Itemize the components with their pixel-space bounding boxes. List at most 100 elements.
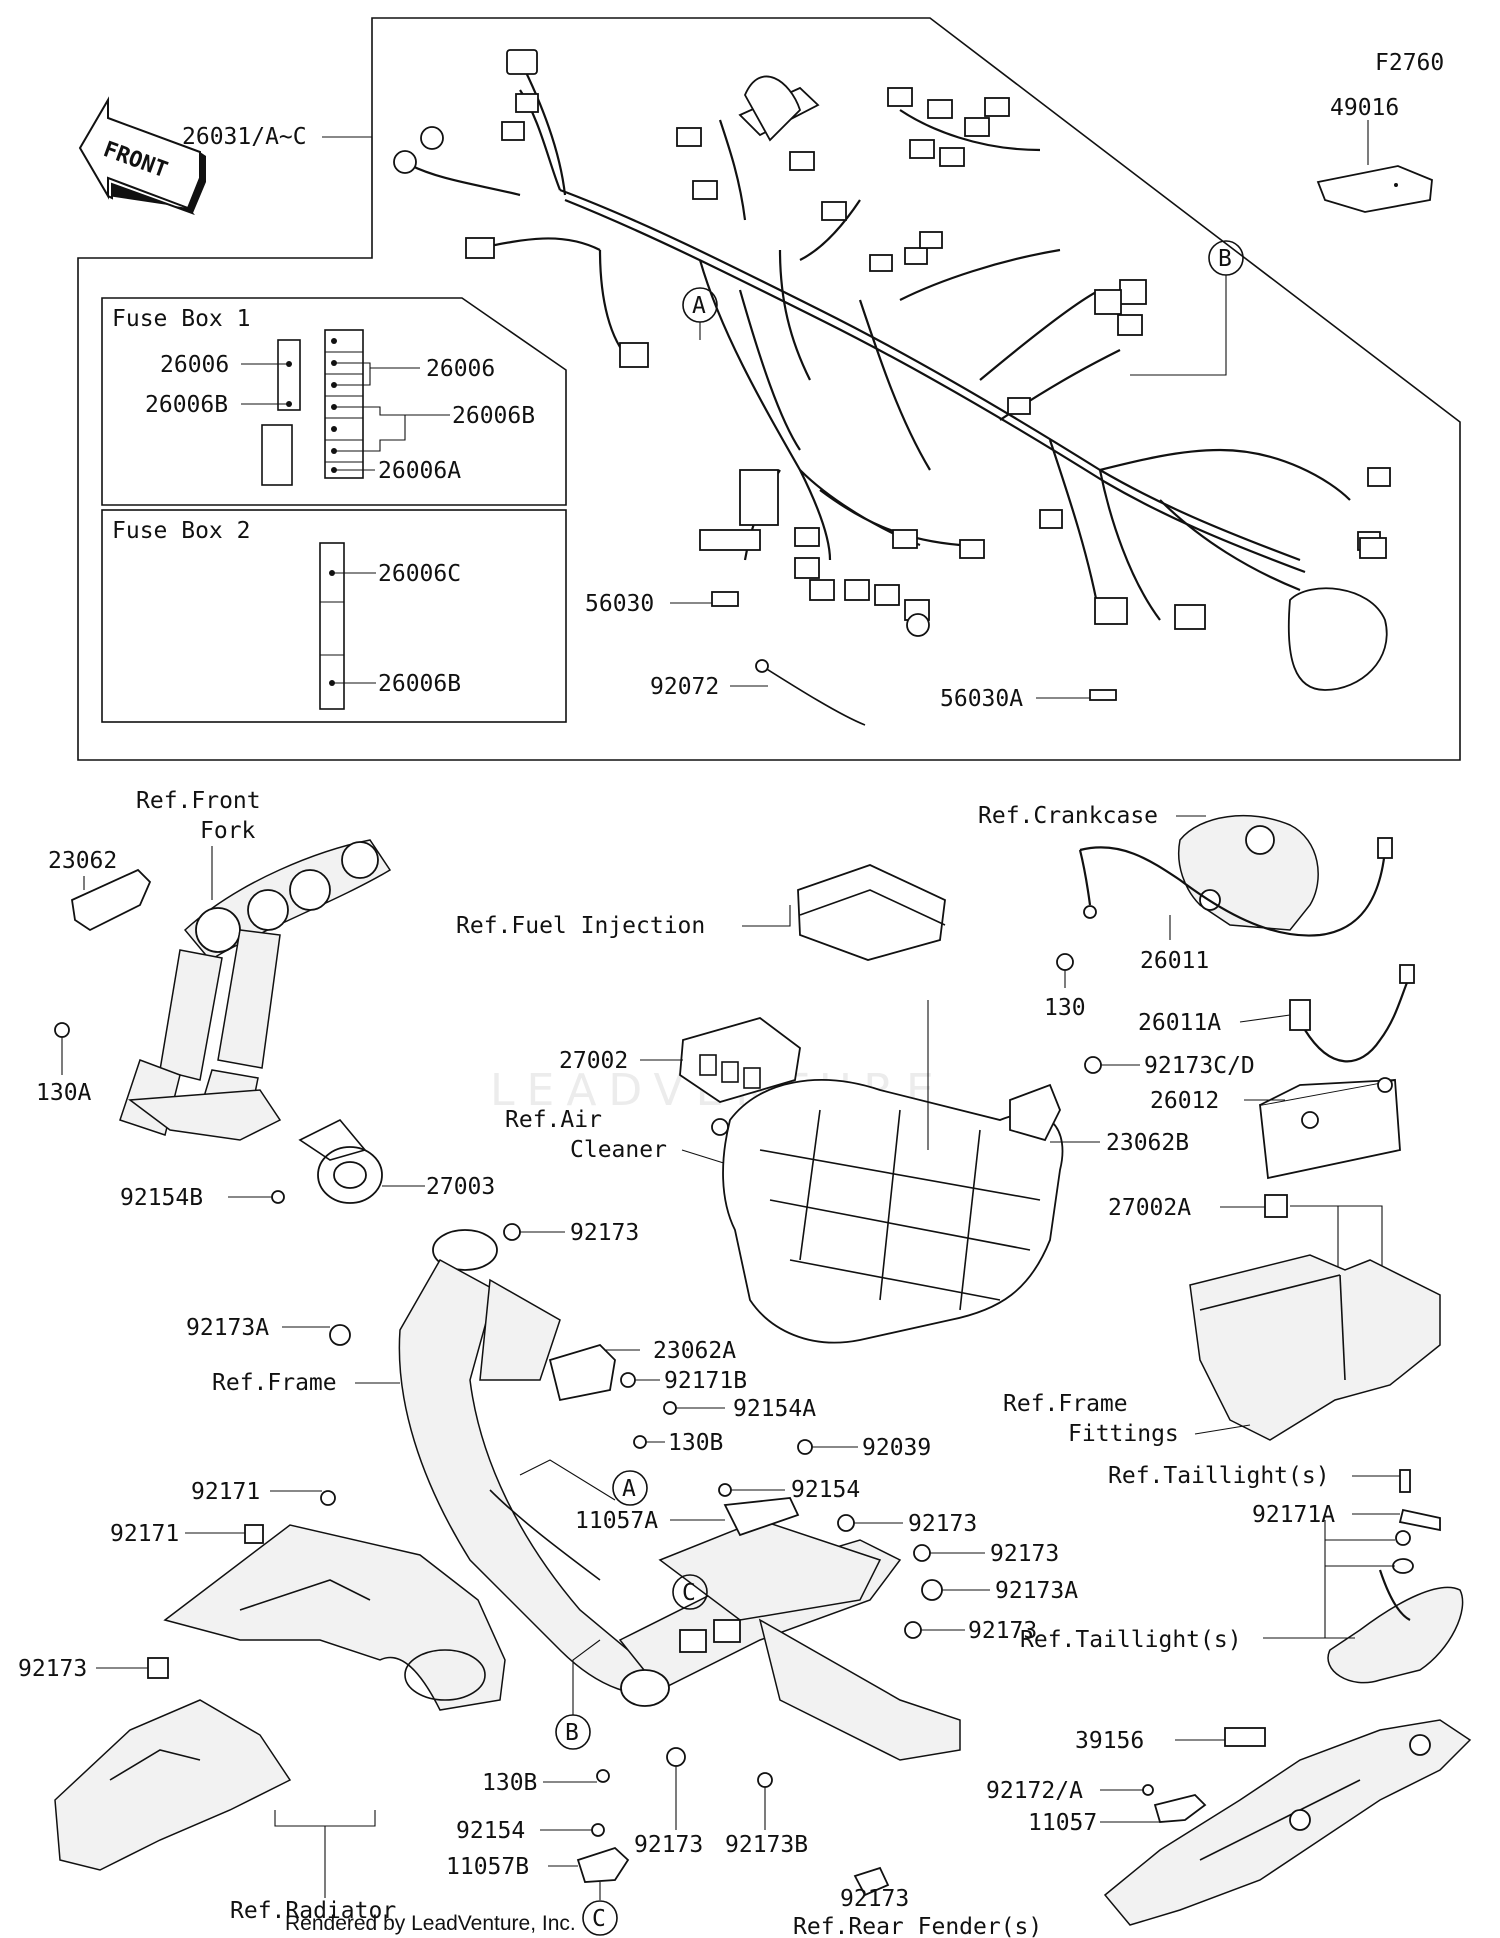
label-92173-c: 92173 <box>990 1541 1059 1567</box>
label-92154A: 92154A <box>733 1396 816 1422</box>
part-49016-cover <box>1316 165 1433 213</box>
label-ref-taillight-top: Ref.Taillight(s) <box>1108 1463 1330 1489</box>
label-ref-radiator: Ref.Radiator <box>230 1898 396 1924</box>
fuse-box-2-graphic <box>319 542 376 710</box>
label-ref-front-fork-2: Fork <box>200 818 256 844</box>
label-23062A: 23062A <box>653 1338 736 1364</box>
label-130B-b: 130B <box>482 1770 537 1796</box>
part-92173-g-clip <box>853 1866 890 1897</box>
harness-panel-border <box>77 17 1461 761</box>
label-92173CD: 92173C/D <box>1144 1053 1255 1079</box>
label-92171-a: 92171 <box>191 1479 260 1505</box>
fuse-box-2-label-0: 26006C <box>378 561 461 587</box>
label-92173-b: 92173 <box>908 1511 977 1537</box>
crankcase-part <box>1178 815 1319 931</box>
fuse-box-1-label-0: 26006 <box>160 352 229 378</box>
part-27002-ecu <box>679 1017 801 1103</box>
part-92173CD-clip <box>1084 1056 1102 1074</box>
label-92173B: 92173B <box>725 1832 808 1858</box>
figure-id: F2760 <box>1375 50 1444 76</box>
part-26011-cable <box>1078 837 1393 937</box>
part-56030 <box>711 591 739 607</box>
fuse-box-1-label-4: 26006A <box>378 458 461 484</box>
label-27002A: 27002A <box>1108 1195 1191 1221</box>
part-11057A-bracket <box>723 1497 800 1537</box>
callout-a-mid <box>612 1470 648 1506</box>
fuse-box-2-label-1: 26006B <box>378 671 461 697</box>
fuse-box-1-label-3: 26006B <box>452 403 535 429</box>
label-26012: 26012 <box>1150 1088 1219 1114</box>
label-26011A: 26011A <box>1138 1010 1221 1036</box>
part-39156-pad <box>1224 1727 1266 1747</box>
fuse-box-1-label-1: 26006B <box>145 392 228 418</box>
label-11057: 11057 <box>1028 1810 1097 1836</box>
credit-line: Rendered by LeadVenture, Inc. <box>285 1912 576 1935</box>
label-92173-a: 92173 <box>570 1220 639 1246</box>
part-26012-battery <box>1259 1077 1401 1180</box>
label-130: 130 <box>1044 995 1086 1021</box>
callout-a-mid-label: A <box>622 1476 636 1502</box>
label-92173-d: 92173 <box>968 1618 1037 1644</box>
label-26011: 26011 <box>1140 948 1209 974</box>
label-56030A: 56030A <box>940 686 1023 712</box>
fuse-box-2-title: Fuse Box 2 <box>112 518 250 544</box>
label-92173A-b: 92173A <box>995 1578 1078 1604</box>
callout-c-bot <box>582 1900 618 1936</box>
label-92173-g: 92173 <box>840 1886 909 1912</box>
ecu-bracket <box>797 864 946 961</box>
label-130B-a: 130B <box>668 1430 723 1456</box>
callout-a-top-label: A <box>692 293 706 319</box>
part-11057B-bracket <box>576 1846 630 1883</box>
fuse-box-1-title: Fuse Box 1 <box>112 306 250 332</box>
label-92039: 92039 <box>862 1435 931 1461</box>
front-arrow-icon: FRONT <box>78 96 206 216</box>
part-27003-horn <box>298 1119 383 1204</box>
part-130-bolt <box>1056 953 1074 971</box>
callout-c-bot-label: C <box>592 1906 606 1932</box>
label-ref-crankcase: Ref.Crankcase <box>978 803 1158 829</box>
part-23062B-bracket <box>1009 1083 1061 1142</box>
label-92172A: 92172/A <box>986 1778 1083 1804</box>
label-130A: 130A <box>36 1080 92 1106</box>
part-92072-tie <box>761 665 866 726</box>
frame-fittings-tray <box>1189 1254 1441 1441</box>
label-92173A-a: 92173A <box>186 1315 269 1341</box>
label-92173-e: 92173 <box>18 1656 87 1682</box>
front-fork-assembly <box>119 839 392 1141</box>
callout-c-mid <box>672 1574 708 1610</box>
label-92154-a: 92154 <box>791 1477 860 1503</box>
label-ref-air-cleaner-2: Cleaner <box>570 1137 667 1163</box>
callout-c-mid-label: C <box>682 1580 696 1606</box>
part-23062A-bracket <box>548 1343 616 1402</box>
label-56030: 56030 <box>585 591 654 617</box>
callout-b-top-label: B <box>1218 246 1232 272</box>
label-27002: 27002 <box>559 1048 628 1074</box>
label-ref-rear-fender: Ref.Rear Fender(s) <box>793 1914 1042 1938</box>
part-130A-bolt <box>54 1022 70 1038</box>
label-27003: 27003 <box>426 1174 495 1200</box>
harness-connectors <box>393 49 1391 691</box>
fuse-box-1-graphic <box>241 329 450 486</box>
label-ref-fuel-injection: Ref.Fuel Injection <box>456 913 705 939</box>
fuse-box-1-panel <box>101 297 567 506</box>
taillight-screw <box>1399 1469 1411 1493</box>
label-92072: 92072 <box>650 674 719 700</box>
label-49016: 49016 <box>1330 95 1399 121</box>
label-92171-b: 92171 <box>110 1521 179 1547</box>
label-11057B: 11057B <box>446 1854 529 1880</box>
label-39156: 39156 <box>1075 1728 1144 1754</box>
part-56030A <box>1089 689 1117 701</box>
fuse-box-2-panel <box>101 509 567 723</box>
label-92154B: 92154B <box>120 1185 203 1211</box>
label-23062B: 23062B <box>1106 1130 1189 1156</box>
label-92154-b: 92154 <box>456 1818 525 1844</box>
part-26011A-cable <box>1289 964 1415 1063</box>
fuse-box-1-label-2: 26006 <box>426 356 495 382</box>
callout-b-mid-label: B <box>565 1720 579 1746</box>
label-ref-frame-fittings-1: Ref.Frame <box>1003 1391 1128 1417</box>
main-wiring-harness <box>409 59 1351 621</box>
label-92171B: 92171B <box>664 1368 747 1394</box>
label-ref-frame-fittings-2: Fittings <box>1068 1421 1179 1447</box>
label-ref-frame: Ref.Frame <box>212 1370 337 1396</box>
